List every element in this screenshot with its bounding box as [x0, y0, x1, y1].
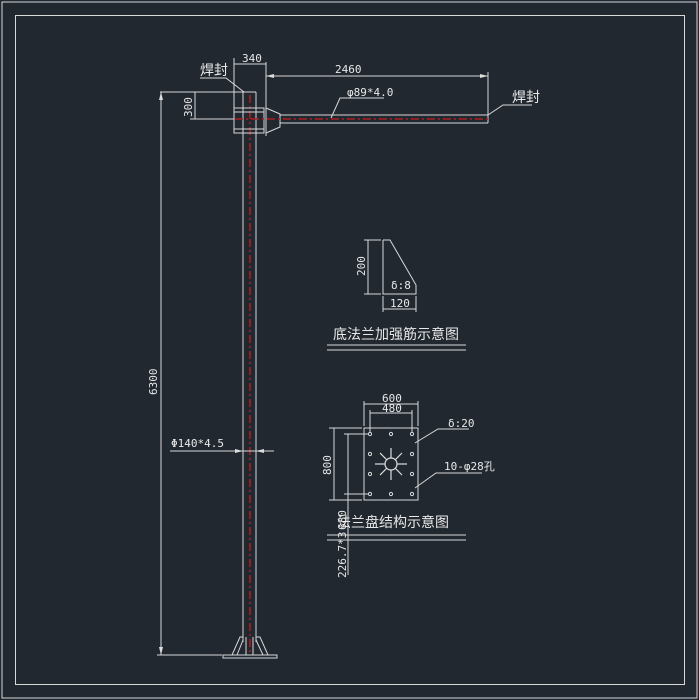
- pole: [222, 91, 281, 659]
- rib-detail-title: 底法兰加强筋示意图: [333, 326, 459, 343]
- flange-holes: 10-φ28孔: [444, 460, 495, 473]
- arm-pipe-spec: φ89*4.0: [347, 86, 393, 99]
- pole-base: [222, 636, 278, 659]
- flange-thickness: δ:20: [448, 417, 475, 430]
- arm: [235, 114, 489, 124]
- flange-dim-680: 680: [336, 510, 349, 530]
- dim-text-2460: 2460: [335, 63, 362, 76]
- flange-plate: [363, 427, 419, 501]
- dimension-2460: 2460: [266, 63, 489, 115]
- inner-frame: [15, 15, 685, 685]
- pole-pipe-spec: Φ140*4.5: [171, 437, 224, 450]
- flange-detail: 600 480 800 680 226.7*3 δ:20 10-φ28孔 法兰盘…: [321, 392, 495, 578]
- weld-label-right: 焊封: [512, 90, 540, 106]
- pole-spec-dimension: Φ140*4.5: [170, 437, 274, 453]
- rib-detail: 200 120 δ:8 底法兰加强筋示意图: [327, 239, 466, 351]
- weld-label-left: 焊封: [200, 63, 228, 79]
- flange-dim-600: 600: [382, 392, 402, 405]
- rib-dim-120: 120: [390, 297, 410, 310]
- flange-detail-title: 法兰盘结构示意图: [337, 514, 449, 531]
- dimension-340: 340: [233, 52, 267, 108]
- weld-leader-right: 焊封: [487, 90, 540, 116]
- flange-dim-480: 480: [382, 402, 402, 415]
- flange-center-ribs: [375, 448, 407, 480]
- dimension-6300: 6300: [147, 92, 222, 656]
- rib-dim-200: 200: [355, 256, 368, 276]
- flange-dim-800: 800: [321, 455, 334, 475]
- bolt-holes: [367, 431, 415, 497]
- dim-text-340: 340: [242, 52, 262, 65]
- arm-spec-leader: φ89*4.0: [330, 86, 393, 119]
- weld-leader-left: 焊封: [200, 63, 245, 93]
- dimension-300: 300: [160, 91, 256, 120]
- dim-text-6300: 6300: [147, 369, 160, 396]
- rib-thickness: δ:8: [391, 279, 411, 292]
- dim-text-300: 300: [182, 97, 195, 117]
- flange-overlap-dim: 226.7*3: [336, 532, 349, 578]
